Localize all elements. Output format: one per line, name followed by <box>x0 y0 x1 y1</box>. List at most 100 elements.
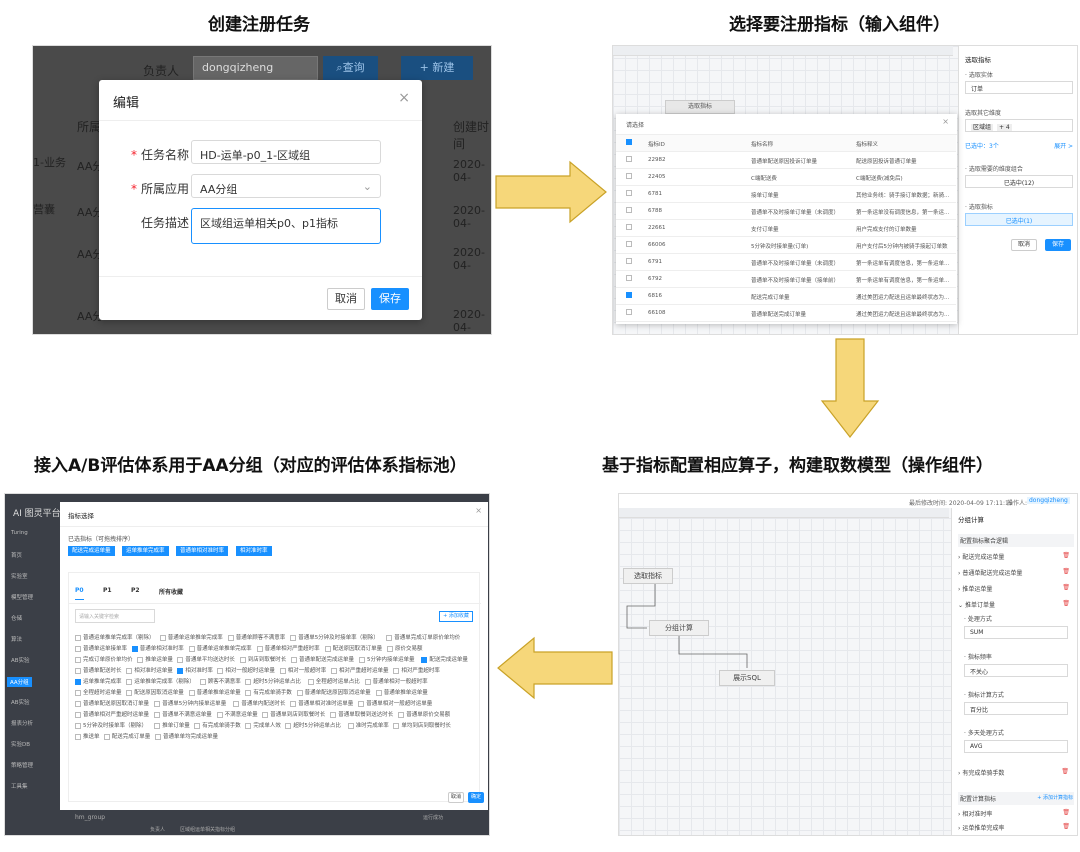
metric-select[interactable]: 已选中(1) <box>965 213 1073 226</box>
sidebar-item[interactable]: AB实验 <box>11 700 30 706</box>
sidebar-item[interactable]: 首页 <box>11 553 23 559</box>
metric-checkbox[interactable] <box>75 656 81 663</box>
other-select[interactable]: 区域组 + 4 <box>965 119 1073 132</box>
metric-checkbox[interactable] <box>75 722 81 729</box>
metric-checkbox[interactable] <box>233 700 240 707</box>
metric-option[interactable]: 推送单 <box>75 732 100 740</box>
metric-option[interactable]: 完成单人效 <box>245 721 281 729</box>
metric-checkbox[interactable] <box>387 645 393 652</box>
metric-option[interactable]: 普通单平均送达时长 <box>177 655 235 663</box>
metric-checkbox[interactable] <box>194 722 201 729</box>
metric-checkbox[interactable] <box>154 722 161 729</box>
metric-option[interactable]: 普通单到店到取餐时长 <box>262 710 325 718</box>
node-select-metric[interactable]: 选取指标 <box>623 568 673 584</box>
metric-option[interactable]: 不满意运单量 <box>216 710 258 718</box>
metric-option[interactable]: 配送完成订单量 <box>103 732 150 740</box>
metric-checkbox[interactable] <box>75 733 81 740</box>
delete-icon[interactable]: 🗑 <box>1062 600 1070 607</box>
metric-option[interactable]: 普通单相对准时率 <box>131 644 184 652</box>
metric-option[interactable]: 普通单内配送时长 <box>233 699 285 707</box>
owner-input[interactable]: dongqizheng <box>193 56 318 80</box>
close-icon[interactable]: × <box>398 90 410 106</box>
metric-checkbox[interactable] <box>290 700 297 707</box>
metric-checkbox[interactable] <box>126 678 133 685</box>
metric-option[interactable]: 普通单相对严重超时运单量 <box>75 710 149 718</box>
metric-option[interactable]: 相对准时率 <box>177 666 213 674</box>
add-calc-link[interactable]: + 添加计算指标 <box>1037 795 1073 801</box>
metric-checkbox[interactable] <box>307 678 314 685</box>
sidebar-item[interactable]: AB实验 <box>11 658 30 664</box>
weight-select[interactable]: 不关心 <box>964 664 1068 677</box>
selected-chip[interactable]: 相对准时率 <box>236 546 272 556</box>
metric-option[interactable]: 到店到取餐时长 <box>239 655 286 663</box>
need-select[interactable]: 已选中(12) <box>965 175 1073 188</box>
metric-option[interactable]: 运单推单完成率（剔除） <box>126 677 195 685</box>
metric-option[interactable]: 普通单顾客不满意率 <box>227 633 285 641</box>
sidebar-item[interactable]: AA分组 <box>7 677 32 687</box>
metric-checkbox[interactable] <box>154 711 161 718</box>
delete-icon[interactable]: 🗑 <box>1062 584 1070 591</box>
row-checkbox[interactable] <box>626 292 634 299</box>
cancel-button[interactable]: 取消 <box>327 288 365 310</box>
delete-icon[interactable]: 🗑 <box>1061 768 1069 775</box>
metric-option[interactable]: 普通单配送原因取消运单量 <box>296 688 371 696</box>
metric-option[interactable]: 普通单取餐到送达时长 <box>330 710 393 718</box>
sidebar-item[interactable]: 模型管理 <box>11 595 34 601</box>
sidebar-item[interactable]: 实验DB <box>11 742 31 748</box>
metric-checkbox[interactable] <box>324 645 331 652</box>
search-input[interactable]: 请输入关键字检索 <box>75 609 155 623</box>
row-checkbox[interactable] <box>626 258 634 265</box>
selected-chip[interactable]: 运单推单完成率 <box>122 546 169 556</box>
panel-save-button[interactable]: 保存 <box>1045 239 1071 251</box>
metric-option[interactable]: 普通单原价交易额 <box>398 710 450 718</box>
metric-checkbox[interactable] <box>256 645 263 652</box>
calc-select[interactable]: 百分比 <box>964 702 1068 715</box>
metric-option[interactable]: 相对一般超时率 <box>279 666 326 674</box>
metric-row[interactable]: ⌄ 推单订单量🗑 <box>958 600 1070 609</box>
metric-option[interactable]: 全程超时运单量 <box>75 688 122 696</box>
canvas-node[interactable]: 选取指标 <box>665 100 735 114</box>
query-button[interactable]: ⌕查询 <box>323 56 378 80</box>
metric-checkbox[interactable] <box>393 667 400 674</box>
metric-checkbox[interactable] <box>199 678 206 685</box>
metric-checkbox[interactable] <box>126 689 133 696</box>
metric-checkbox[interactable] <box>398 711 405 718</box>
metric-option[interactable]: 普通单运单推单完成率 <box>159 633 223 641</box>
save-button[interactable]: 保存 <box>371 288 409 310</box>
metric-option[interactable]: 相对一般超时运单量 <box>217 666 275 674</box>
sidebar-item[interactable]: Turing <box>11 530 28 536</box>
metric-option[interactable]: 有完成单骑手数 <box>245 688 292 696</box>
sidebar-item[interactable]: 算法 <box>11 637 23 643</box>
metric-option[interactable]: 有完成单骑手数 <box>194 721 241 729</box>
metric-option[interactable]: 普通单推单运单量 <box>375 688 428 696</box>
metric-checkbox[interactable] <box>75 634 81 641</box>
metric-checkbox[interactable] <box>296 689 303 696</box>
metric-option[interactable]: 普通单推单运单量 <box>188 688 241 696</box>
selected-chip[interactable]: 普通单相对准时率 <box>176 546 229 556</box>
metric-checkbox[interactable] <box>290 634 297 641</box>
tab-2[interactable]: P2 <box>131 587 140 594</box>
metric-option[interactable]: 相对严重超时运单量 <box>331 666 389 674</box>
metric-option[interactable]: 相对严重超时率 <box>393 666 440 674</box>
sidebar-item[interactable]: 策略管理 <box>11 763 34 769</box>
metric-checkbox[interactable] <box>358 700 365 707</box>
close-icon[interactable]: × <box>475 506 482 515</box>
expand-link[interactable]: 展开 > <box>1054 143 1073 150</box>
metric-checkbox[interactable] <box>188 689 195 696</box>
metric-checkbox[interactable] <box>75 645 81 652</box>
metric-checkbox[interactable] <box>421 656 428 663</box>
node-show-sql[interactable]: 展示SQL <box>719 670 775 686</box>
metric-option[interactable]: 配送原因取消订单量 <box>324 644 382 652</box>
metric-option[interactable]: 运单推单完成率 <box>75 677 122 685</box>
metric-checkbox[interactable] <box>177 656 184 663</box>
header-checkbox[interactable] <box>626 139 634 146</box>
metric-option[interactable]: 普通单完成订单原价单均价 <box>386 633 460 641</box>
metric-option[interactable]: 普通单相对一般超时率 <box>364 677 428 685</box>
metric-checkbox[interactable] <box>239 656 246 663</box>
metric-option[interactable]: 超时5分钟运单占比 <box>245 677 301 685</box>
app-select[interactable]: AA分组 ⌄ <box>191 174 381 198</box>
